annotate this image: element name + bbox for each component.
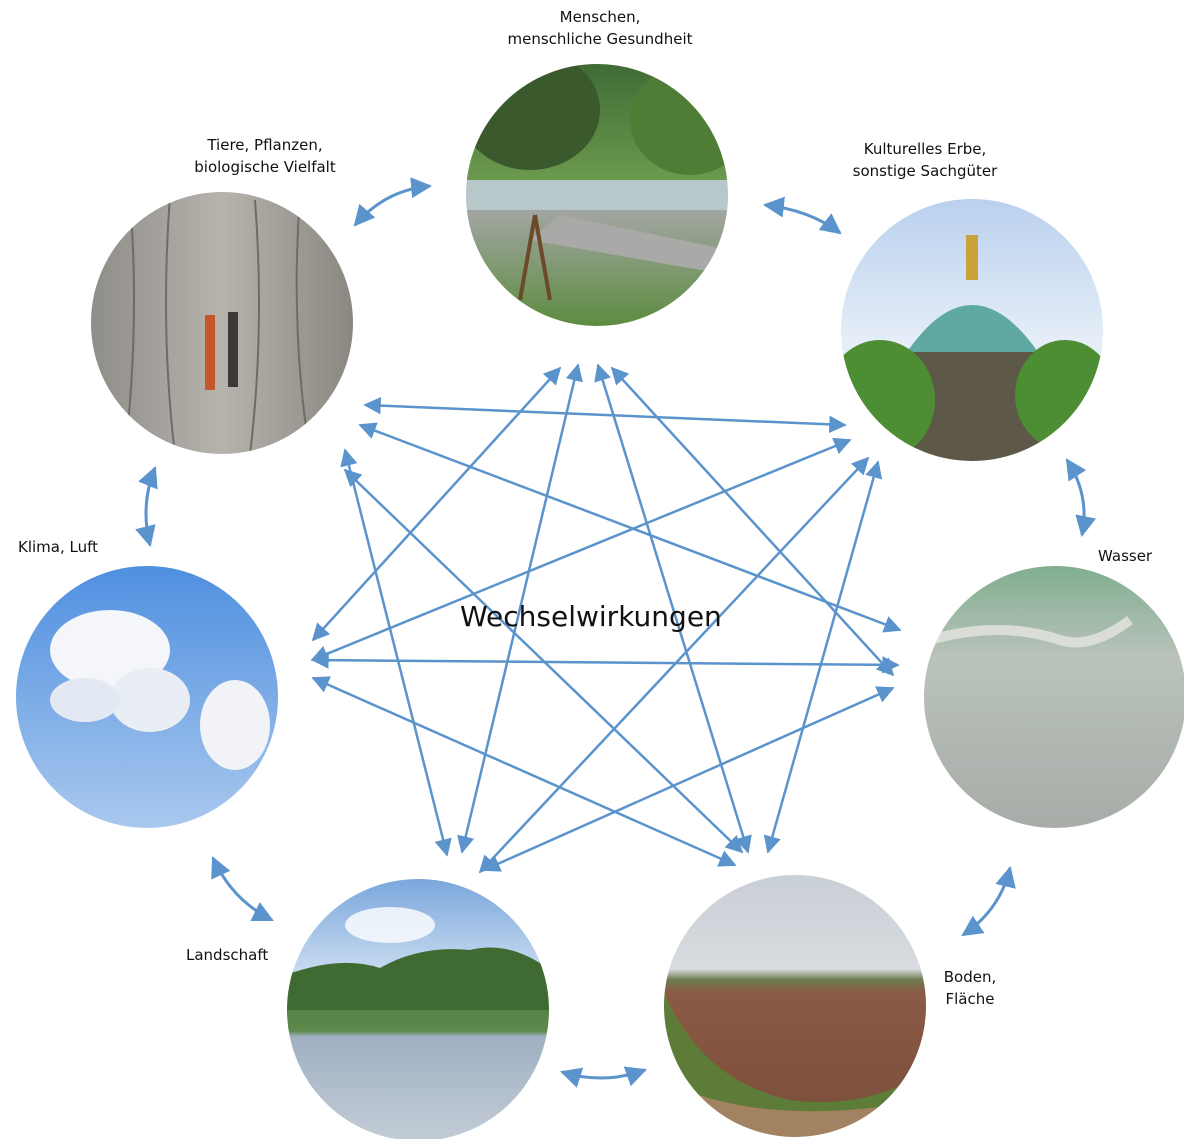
arrow-klima-boden (311, 676, 737, 867)
label-wasser-line1: Wasser (1098, 547, 1153, 565)
arrow-wasser-landschaft (482, 686, 895, 872)
label-landschaft: Landschaft (186, 944, 268, 966)
wasser-circle (923, 565, 1184, 829)
arrow-tiere-kultur (363, 396, 847, 434)
arrow-landschaft-boden (559, 1066, 647, 1088)
arrow-kultur-wasser (1065, 458, 1096, 538)
label-tiere-line1: Tiere, Pflanzen, (207, 136, 323, 154)
arrow-kultur-boden (763, 460, 883, 854)
label-kultur-line2: sonstige Sachgüter (852, 162, 998, 180)
label-kultur: Kulturelles Erbe, sonstige Sachgüter (810, 138, 1040, 182)
boden-circle (663, 874, 927, 1138)
label-tiere: Tiere, Pflanzen, biologische Vielfalt (150, 134, 380, 178)
landschaft-circle (286, 878, 550, 1139)
label-tiere-line2: biologische Vielfalt (194, 158, 336, 176)
label-landschaft-line1: Landschaft (186, 946, 269, 964)
label-kultur-line1: Kulturelles Erbe, (863, 140, 987, 158)
menschen-circle (465, 63, 729, 327)
label-boden: Boden, Fläche (930, 966, 1010, 1010)
kultur-circle (840, 198, 1104, 462)
label-menschen-line1: Menschen, (559, 8, 641, 26)
tiere-circle (90, 191, 354, 455)
cross-arrows (310, 363, 902, 874)
label-wasser: Wasser (1098, 545, 1152, 567)
arrow-wasser-boden (961, 865, 1016, 937)
arrow-menschen-kultur (762, 196, 842, 235)
neighbour-arrows (135, 177, 1096, 1088)
klima-circle (15, 565, 279, 829)
label-menschen-line2: menschliche Gesundheit (507, 30, 693, 48)
label-boden-line2: Fläche (945, 990, 995, 1008)
arrow-klima-wasser (311, 651, 900, 674)
label-menschen: Menschen, menschliche Gesundheit (465, 6, 735, 50)
arrow-tiere-klima (135, 466, 158, 548)
label-klima: Klima, Luft (18, 536, 98, 558)
arrow-klima-landschaft (211, 856, 274, 922)
label-boden-line1: Boden, (943, 968, 997, 986)
center-title: Wechselwirkungen (460, 600, 722, 633)
label-klima-line1: Klima, Luft (18, 538, 99, 556)
arrow-tiere-menschen (353, 177, 433, 227)
